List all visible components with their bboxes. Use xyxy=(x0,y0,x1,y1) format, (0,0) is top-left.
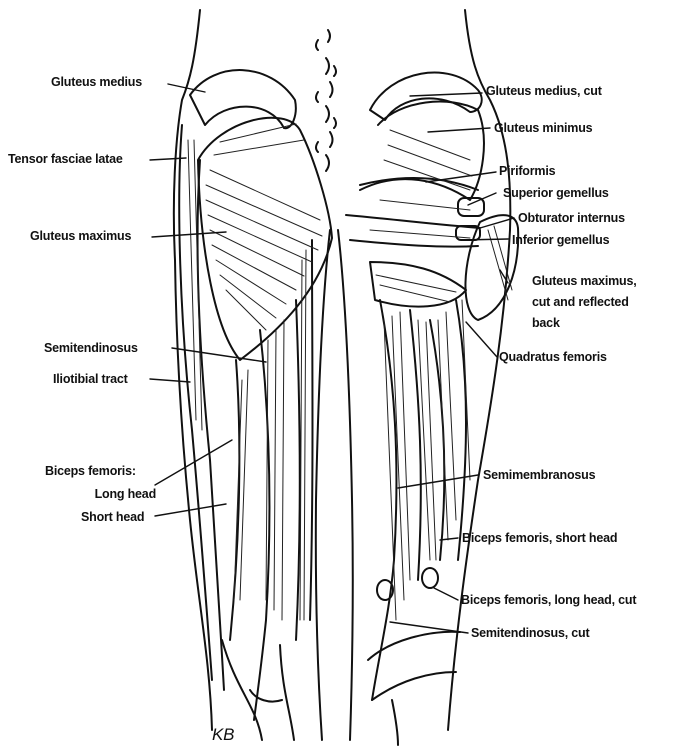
label-semimembranosus: Semimembranosus xyxy=(483,468,595,482)
label-semitendinosus-cut: Semitendinosus, cut xyxy=(471,626,589,640)
artist-signature: KB xyxy=(212,728,234,742)
label-inferior-gemellus: Inferior gemellus xyxy=(512,233,609,247)
label-gluteus-medius-cut: Gluteus medius, cut xyxy=(486,84,602,98)
label-biceps-femoris-short-head: Biceps femoris, short head xyxy=(462,531,617,545)
label-gluteus-maximus-reflected-3: back xyxy=(532,316,560,330)
label-short-head: Short head xyxy=(81,510,144,524)
label-gluteus-medius: Gluteus medius xyxy=(51,75,142,89)
right-semimembranosus-shape xyxy=(372,300,396,700)
label-gluteus-maximus: Gluteus maximus xyxy=(30,229,131,243)
label-gluteus-maximus-reflected-1: Gluteus maximus, xyxy=(532,274,636,288)
right-biceps-femoris-short-head-shape xyxy=(430,320,444,560)
label-superior-gemellus: Superior gemellus xyxy=(503,186,609,200)
label-long-head: Long head xyxy=(82,487,156,501)
body-outline xyxy=(174,10,510,740)
vertebrae-marks xyxy=(316,30,336,171)
label-iliotibial-tract: Iliotibial tract xyxy=(53,372,128,386)
label-gluteus-maximus-reflected-2: cut and reflected xyxy=(532,295,629,309)
label-obturator-internus: Obturator internus xyxy=(518,211,625,225)
label-tensor-fasciae-latae: Tensor fasciae latae xyxy=(8,152,123,166)
label-piriformis: Piriformis xyxy=(499,164,555,178)
label-biceps-femoris-long-head-cut: Biceps femoris, long head, cut xyxy=(461,593,636,607)
biceps-femoris-long-head-cut-shape xyxy=(422,568,438,588)
label-gluteus-minimus: Gluteus minimus xyxy=(494,121,592,135)
label-biceps-femoris: Biceps femoris: xyxy=(45,464,136,478)
right-gluteus-medius-shape xyxy=(370,73,482,120)
label-semitendinosus: Semitendinosus xyxy=(44,341,138,355)
left-gluteus-medius-shape xyxy=(190,70,296,128)
label-quadratus-femoris: Quadratus femoris xyxy=(499,350,607,364)
